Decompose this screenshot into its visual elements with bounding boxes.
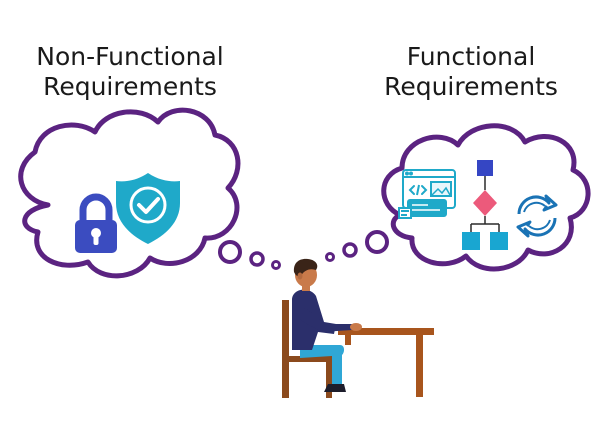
- functional-requirements-title: Functional Requirements: [356, 42, 586, 102]
- thought-bubble: [249, 251, 265, 267]
- padlock-icon: [75, 193, 117, 253]
- thought-bubble: [365, 230, 389, 254]
- left-thought-bubbles: [218, 240, 281, 270]
- right-thought-bubbles: [325, 230, 389, 262]
- chair: [282, 300, 334, 398]
- shield-check-icon: [116, 173, 180, 244]
- title-line-1: Functional: [406, 42, 536, 71]
- thought-bubble: [325, 252, 335, 262]
- person: [292, 258, 362, 392]
- flowchart-icon: [462, 160, 508, 250]
- title-line-2: Requirements: [43, 72, 217, 101]
- desk: [338, 328, 434, 397]
- non-functional-requirements-title: Non-Functional Requirements: [15, 42, 245, 102]
- thought-bubble: [218, 240, 242, 264]
- title-line-1: Non-Functional: [36, 42, 224, 71]
- thought-bubble: [342, 242, 358, 258]
- sync-arrows-icon: [516, 194, 558, 238]
- title-line-2: Requirements: [384, 72, 558, 101]
- thought-bubble: [271, 260, 281, 270]
- code-window-icon: [398, 169, 456, 219]
